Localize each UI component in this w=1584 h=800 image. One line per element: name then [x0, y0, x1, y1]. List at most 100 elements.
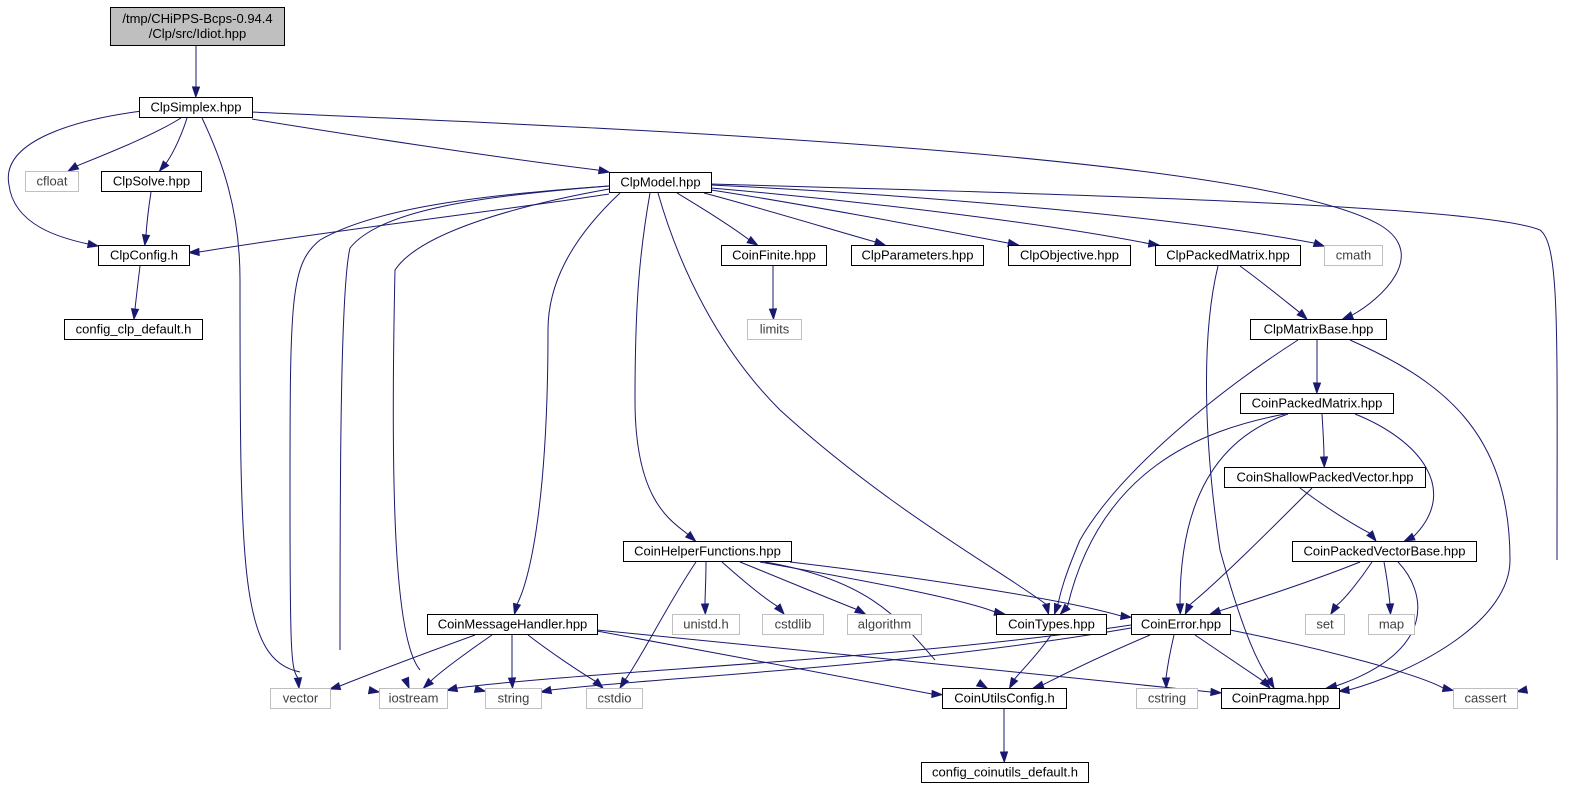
edge-CoinError-to-cassert: [1229, 629, 1444, 689]
edge-ClpPackedMatrix-to-CoinPragma: [1206, 265, 1270, 680]
edge-arrowhead: [873, 237, 887, 246]
node-label: CoinShallowPackedVector.hpp: [1236, 470, 1413, 485]
edge-CoinError-to-CoinUtilsConfig: [1042, 634, 1151, 686]
edge-CoinMessageHandler-to-CoinPragma: [596, 629, 1212, 693]
edge-arrowhead: [158, 160, 170, 173]
edge-arrowhead: [187, 247, 200, 257]
node-CoinTypes[interactable]: CoinTypes.hpp: [996, 614, 1107, 635]
edge-arrowhead: [66, 162, 80, 172]
node-CoinError[interactable]: CoinError.hpp: [1131, 614, 1231, 635]
node-label: /tmp/CHiPPS-Bcps-0.94.4: [122, 11, 272, 26]
node-CoinPackedMatrix[interactable]: CoinPackedMatrix.hpp: [1240, 393, 1394, 414]
node-label: CoinPackedMatrix.hpp: [1252, 396, 1383, 411]
node-label: iostream: [389, 691, 439, 706]
edge-ClpModel-to-ClpPackedMatrix: [710, 187, 1149, 245]
node-box: [139, 97, 253, 118]
edge-CoinMessageHandler-to-iostream: [430, 634, 493, 682]
node-ClpSolve[interactable]: ClpSolve.hpp: [101, 171, 202, 192]
edge-ClpConfig-to-config_clp_default: [134, 265, 141, 310]
edge-arrowhead: [1041, 602, 1051, 616]
node-label: /Clp/src/Idiot.hpp: [149, 26, 247, 41]
node-config_clp_default[interactable]: config_clp_default.h: [64, 319, 203, 340]
edge-arrowhead: [1330, 602, 1341, 616]
edge-CoinPackedMatrix-to-CoinError: [1179, 413, 1289, 605]
node-set: set: [1305, 614, 1345, 635]
edge-arrowhead: [1208, 606, 1222, 615]
node-root[interactable]: /tmp/CHiPPS-Bcps-0.94.4/Clp/src/Idiot.hp…: [110, 7, 285, 46]
edge-ClpModel-to-ClpObjective: [710, 189, 1009, 244]
edge-arrowhead: [507, 677, 517, 690]
node-cstdlib: cstdlib: [762, 614, 824, 635]
edge-CoinShallowPackedVector-to-CoinError: [1189, 487, 1313, 606]
node-CoinUtilsConfig[interactable]: CoinUtilsConfig.h: [942, 688, 1067, 709]
node-box: [1368, 614, 1415, 635]
edge-CoinPackedVectorBase-to-CoinPragma: [1336, 561, 1419, 687]
node-iostream: iostream: [379, 688, 448, 709]
node-CoinHelperFunctions[interactable]: CoinHelperFunctions.hpp: [623, 541, 792, 562]
node-ClpParameters[interactable]: ClpParameters.hpp: [851, 245, 984, 266]
edge-arrowhead: [293, 677, 303, 690]
edge-ClpModel-to-CoinMessageHandler: [516, 192, 621, 605]
edge-CoinMessageHandler-to-vector: [339, 634, 476, 687]
node-box: [847, 614, 922, 635]
node-ClpMatrixBase[interactable]: ClpMatrixBase.hpp: [1250, 319, 1387, 340]
edge-arrowhead: [1184, 602, 1194, 616]
edge-ClpModel-to-vector: [289, 185, 610, 679]
node-label: cmath: [1336, 248, 1371, 263]
edge-ClpModel-to-CoinHelperFunctions: [634, 192, 689, 535]
edge-ClpModel-to-cmath: [710, 184, 1315, 244]
node-CoinMessageHandler[interactable]: CoinMessageHandler.hpp: [427, 614, 598, 635]
edge-CoinError-to-cstring: [1165, 634, 1175, 679]
node-box: [762, 614, 824, 635]
edge-arrowhead: [999, 751, 1009, 764]
edge-CoinError-to-iostream: [456, 624, 1132, 689]
node-cfloat: cfloat: [25, 171, 79, 192]
node-CoinPragma[interactable]: CoinPragma.hpp: [1221, 688, 1340, 709]
edge-arrowhead: [401, 676, 410, 690]
node-label: cstdlib: [775, 617, 812, 632]
edge-CoinPackedMatrix-to-CoinShallowPackedVector: [1321, 413, 1325, 458]
edge-ClpMatrixBase-to-CoinPragma: [1348, 339, 1511, 691]
node-cassert: cassert: [1453, 688, 1518, 709]
edge-CoinHelperFunctions-to-CoinUtilsConfig: [764, 561, 936, 661]
node-ClpSimplex[interactable]: ClpSimplex.hpp: [139, 97, 253, 118]
edge-CoinError-to-CoinPragma: [1194, 634, 1264, 682]
edge-CoinError-to-string: [550, 627, 1132, 691]
node-unistd: unistd.h: [672, 614, 740, 635]
edge-arrowhead: [1385, 603, 1395, 616]
node-box: [1008, 245, 1131, 266]
node-label: ClpParameters.hpp: [862, 248, 974, 263]
node-ClpConfig[interactable]: ClpConfig.h: [98, 245, 190, 266]
node-cstdio: cstdio: [586, 688, 643, 709]
node-CoinPackedVectorBase[interactable]: CoinPackedVectorBase.hpp: [1292, 541, 1477, 562]
node-ClpObjective[interactable]: ClpObjective.hpp: [1008, 245, 1131, 266]
edge-arrowhead: [1515, 685, 1529, 694]
node-box: [1224, 467, 1426, 488]
node-CoinFinite[interactable]: CoinFinite.hpp: [721, 245, 827, 266]
node-CoinShallowPackedVector[interactable]: CoinShallowPackedVector.hpp: [1224, 467, 1426, 488]
node-config_coinutils_default[interactable]: config_coinutils_default.h: [921, 762, 1089, 783]
node-box: [1292, 541, 1477, 562]
node-box: [1131, 614, 1231, 635]
node-label: algorithm: [858, 617, 911, 632]
node-label: CoinPackedVectorBase.hpp: [1304, 544, 1466, 559]
node-label: cstring: [1148, 691, 1186, 706]
edge-arrowhead: [1161, 677, 1171, 690]
edge-CoinShallowPackedVector-to-CoinPackedVectorBase: [1299, 487, 1371, 534]
node-box: [851, 245, 984, 266]
edge-arrowhead: [1296, 308, 1309, 321]
node-label: CoinError.hpp: [1141, 617, 1221, 632]
node-ClpPackedMatrix[interactable]: ClpPackedMatrix.hpp: [1155, 245, 1301, 266]
edge-CoinTypes-to-CoinUtilsConfig: [1014, 634, 1052, 680]
node-box: [1250, 319, 1387, 340]
node-ClpModel[interactable]: ClpModel.hpp: [609, 172, 712, 193]
edge-arrowhead: [1366, 530, 1377, 543]
edge-ClpSolve-to-ClpConfig: [145, 191, 152, 236]
node-label: ClpSimplex.hpp: [150, 100, 241, 115]
edge-arrowhead: [1259, 677, 1272, 690]
edge-arrowhead: [1210, 687, 1223, 697]
edge-arrowhead: [445, 683, 459, 693]
node-label: CoinMessageHandler.hpp: [438, 617, 588, 632]
edge-arrowhead: [539, 685, 553, 695]
